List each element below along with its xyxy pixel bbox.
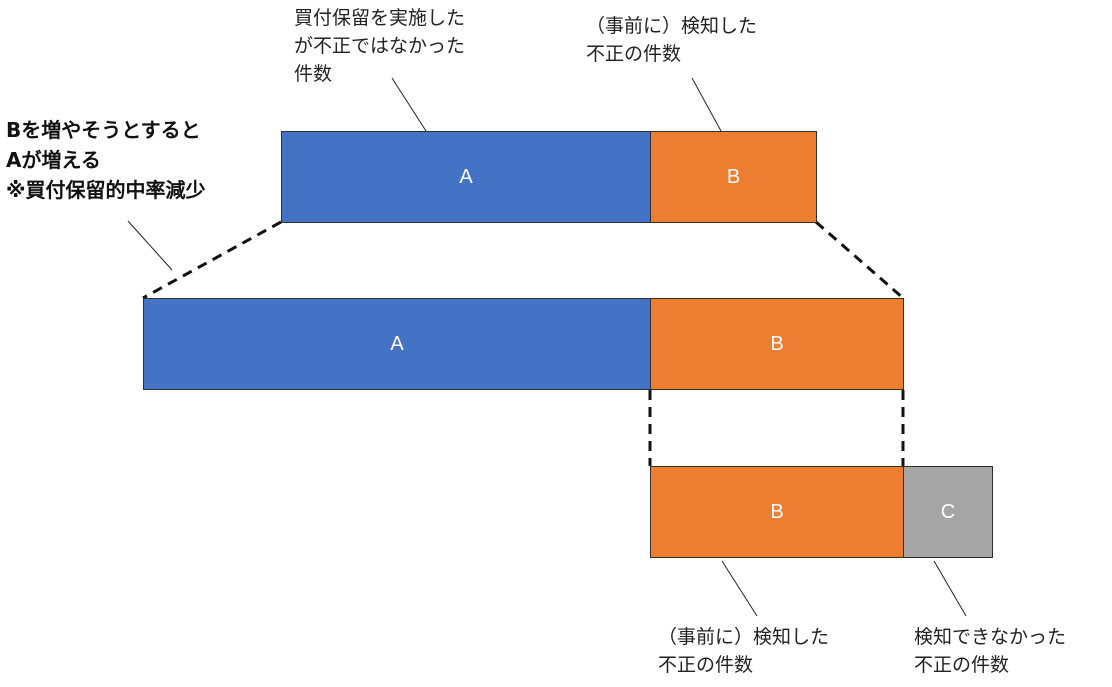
dashed-right-expand — [815, 220, 904, 300]
note-line-3: ※買付保留的中率減少 — [6, 178, 206, 202]
callout-top-b-line-2: 不正の件数 — [586, 43, 682, 65]
leader-bottom-c — [933, 560, 967, 617]
middle-segment-b-label: B — [770, 332, 784, 355]
callout-top-a-line-1: 買付保留を実施した — [294, 7, 466, 29]
callout-bottom-b-line-1: （事前に）検知した — [658, 626, 830, 648]
callout-bottom-c-line-2: 不正の件数 — [914, 654, 1010, 676]
callout-bottom-b: （事前に）検知した 不正の件数 — [658, 623, 829, 679]
middle-segment-a-label: A — [390, 332, 404, 355]
top-segment-b-label: B — [726, 165, 741, 188]
dashed-left-expand — [142, 220, 282, 300]
callout-bottom-c: 検知できなかった 不正の件数 — [914, 623, 1066, 679]
note-line-1: Bを増やそうとすると — [6, 118, 201, 142]
leader-top-a — [391, 77, 427, 132]
bottom-segment-b: B — [650, 466, 904, 558]
callout-bottom-c-line-1: 検知できなかった — [914, 626, 1067, 648]
bottom-segment-c: C — [903, 466, 993, 558]
leader-note — [127, 220, 173, 271]
callout-top-a: 買付保留を実施した が不正ではなかった 件数 — [294, 4, 465, 88]
callout-bottom-b-line-2: 不正の件数 — [658, 654, 754, 676]
callout-top-b: （事前に）検知した 不正の件数 — [586, 12, 757, 68]
top-segment-a-label: A — [459, 165, 473, 188]
leader-bottom-b — [721, 560, 758, 617]
middle-segment-b: B — [650, 298, 904, 390]
top-segment-b: B — [650, 131, 817, 223]
note-text: Bを増やそうとすると Aが増える ※買付保留的中率減少 — [6, 115, 205, 205]
callout-top-b-line-1: （事前に）検知した — [586, 15, 758, 37]
bottom-segment-b-label: B — [770, 500, 784, 523]
callout-top-a-line-2: が不正ではなかった — [294, 35, 466, 57]
note-line-2: Aが増える — [6, 148, 101, 172]
callout-top-a-line-3: 件数 — [294, 63, 333, 85]
bottom-segment-c-label: C — [940, 500, 956, 523]
top-segment-a: A — [281, 131, 651, 223]
leader-top-b — [691, 77, 722, 132]
middle-segment-a: A — [143, 298, 651, 390]
